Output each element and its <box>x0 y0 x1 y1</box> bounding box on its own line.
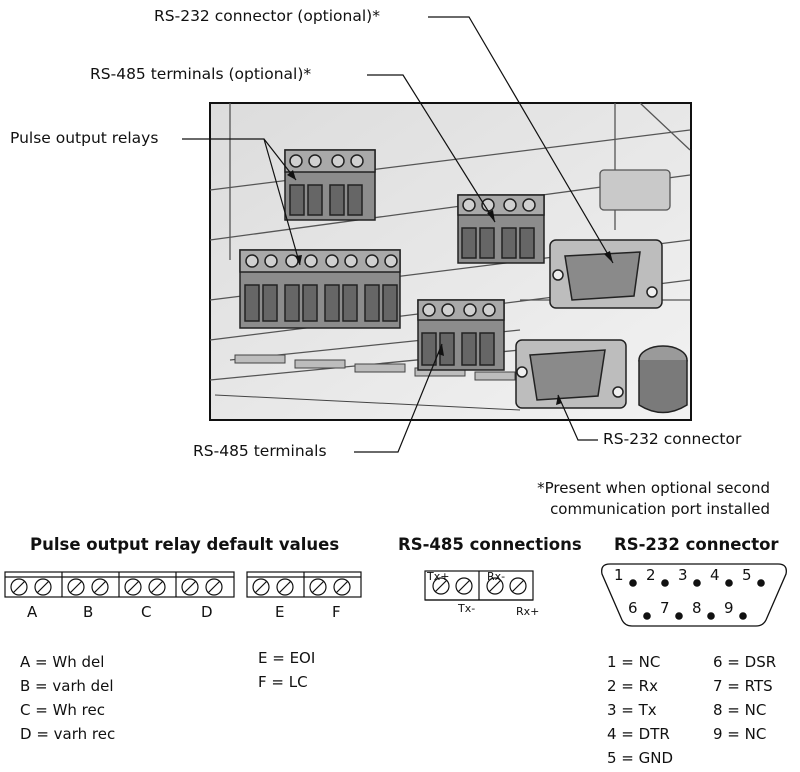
pulse-value-b: B = varh del <box>20 677 114 695</box>
db9-optional <box>549 239 663 309</box>
terminal-label-d: D <box>201 603 213 621</box>
pulse-section-title: Pulse output relay default values <box>30 535 340 554</box>
pin-map-8: 8 = NC <box>713 701 767 719</box>
pin-number-8: 8 <box>692 599 702 617</box>
rs485-section-title: RS-485 connections <box>398 535 582 554</box>
pulse-value-c: C = Wh rec <box>20 701 105 719</box>
terminal-label-c: C <box>141 603 152 621</box>
terminal-label-e: E <box>275 603 285 621</box>
pulse-relay-block-top <box>284 149 376 221</box>
footnote-line-2: communication port installed <box>550 500 770 518</box>
screw-symbols <box>10 577 527 596</box>
pin-number-3: 3 <box>678 566 688 584</box>
pin-map-7: 7 = RTS <box>713 677 773 695</box>
pulse-terminal-diagrams <box>4 570 534 601</box>
rs485-label-tx-plus: Tx+ <box>427 570 450 583</box>
pin-map-left: 1 = NC 2 = Rx 3 = Tx 4 = DTR 5 = GND <box>607 650 673 770</box>
footnote: *Present when optional second communicat… <box>537 478 770 520</box>
db9-pin-diagram <box>601 563 787 627</box>
pulse-relay-block-bottom <box>239 249 401 329</box>
pin-number-9: 9 <box>724 599 734 617</box>
pulse-value-list: A = Wh del B = varh del C = Wh rec D = v… <box>20 650 115 746</box>
terminal-label-b: B <box>83 603 94 621</box>
rs485-optional-block <box>457 194 545 264</box>
pulse-value-d: D = varh rec <box>20 725 116 743</box>
pin-map-5: 5 = GND <box>607 749 674 767</box>
pin-number-5: 5 <box>742 566 752 584</box>
rs485-label-rx-plus: Rx+ <box>516 605 540 618</box>
pin-map-right: 6 = DSR 7 = RTS 8 = NC 9 = NC <box>713 650 776 746</box>
rs485-label-tx-minus: Tx- <box>458 602 476 615</box>
board-slots <box>214 354 521 411</box>
round-component <box>638 345 688 414</box>
pin-number-4: 4 <box>710 566 720 584</box>
footnote-line-1: *Present when optional second <box>537 479 770 497</box>
pin-map-9: 9 = NC <box>713 725 767 743</box>
leader-lines <box>182 16 614 453</box>
pin-number-7: 7 <box>660 599 670 617</box>
pin-map-2: 2 = Rx <box>607 677 658 695</box>
rs232-section-title: RS-232 connector <box>614 535 779 554</box>
rs485-label-rx-minus: Rx- <box>487 570 506 583</box>
pin-map-3: 3 = Tx <box>607 701 657 719</box>
callout-rs485-optional: RS-485 terminals (optional)* <box>90 65 312 83</box>
arrow-heads <box>287 170 613 405</box>
terminal-label-f: F <box>332 603 341 621</box>
pulse-value-f: F = LC <box>258 673 308 691</box>
pulse-value-a: A = Wh del <box>20 653 105 671</box>
pin-number-1: 1 <box>614 566 624 584</box>
callout-rs232-connector: RS-232 connector <box>603 430 742 448</box>
pin-number-6: 6 <box>628 599 638 617</box>
terminal-label-a: A <box>27 603 38 621</box>
callout-pulse-relays: Pulse output relays <box>10 129 159 147</box>
db9-main <box>515 339 627 409</box>
pulse-value-list-2: E = EOI F = LC <box>258 646 315 694</box>
pin-map-4: 4 = DTR <box>607 725 670 743</box>
callout-rs232-optional: RS-232 connector (optional)* <box>154 7 380 25</box>
pulse-value-e: E = EOI <box>258 649 316 667</box>
pin-dots <box>629 579 765 620</box>
callout-rs485-terminals: RS-485 terminals <box>193 442 327 460</box>
pin-map-1: 1 = NC <box>607 653 661 671</box>
pin-number-2: 2 <box>646 566 656 584</box>
pin-map-6: 6 = DSR <box>713 653 777 671</box>
rs485-main-block <box>417 299 505 371</box>
